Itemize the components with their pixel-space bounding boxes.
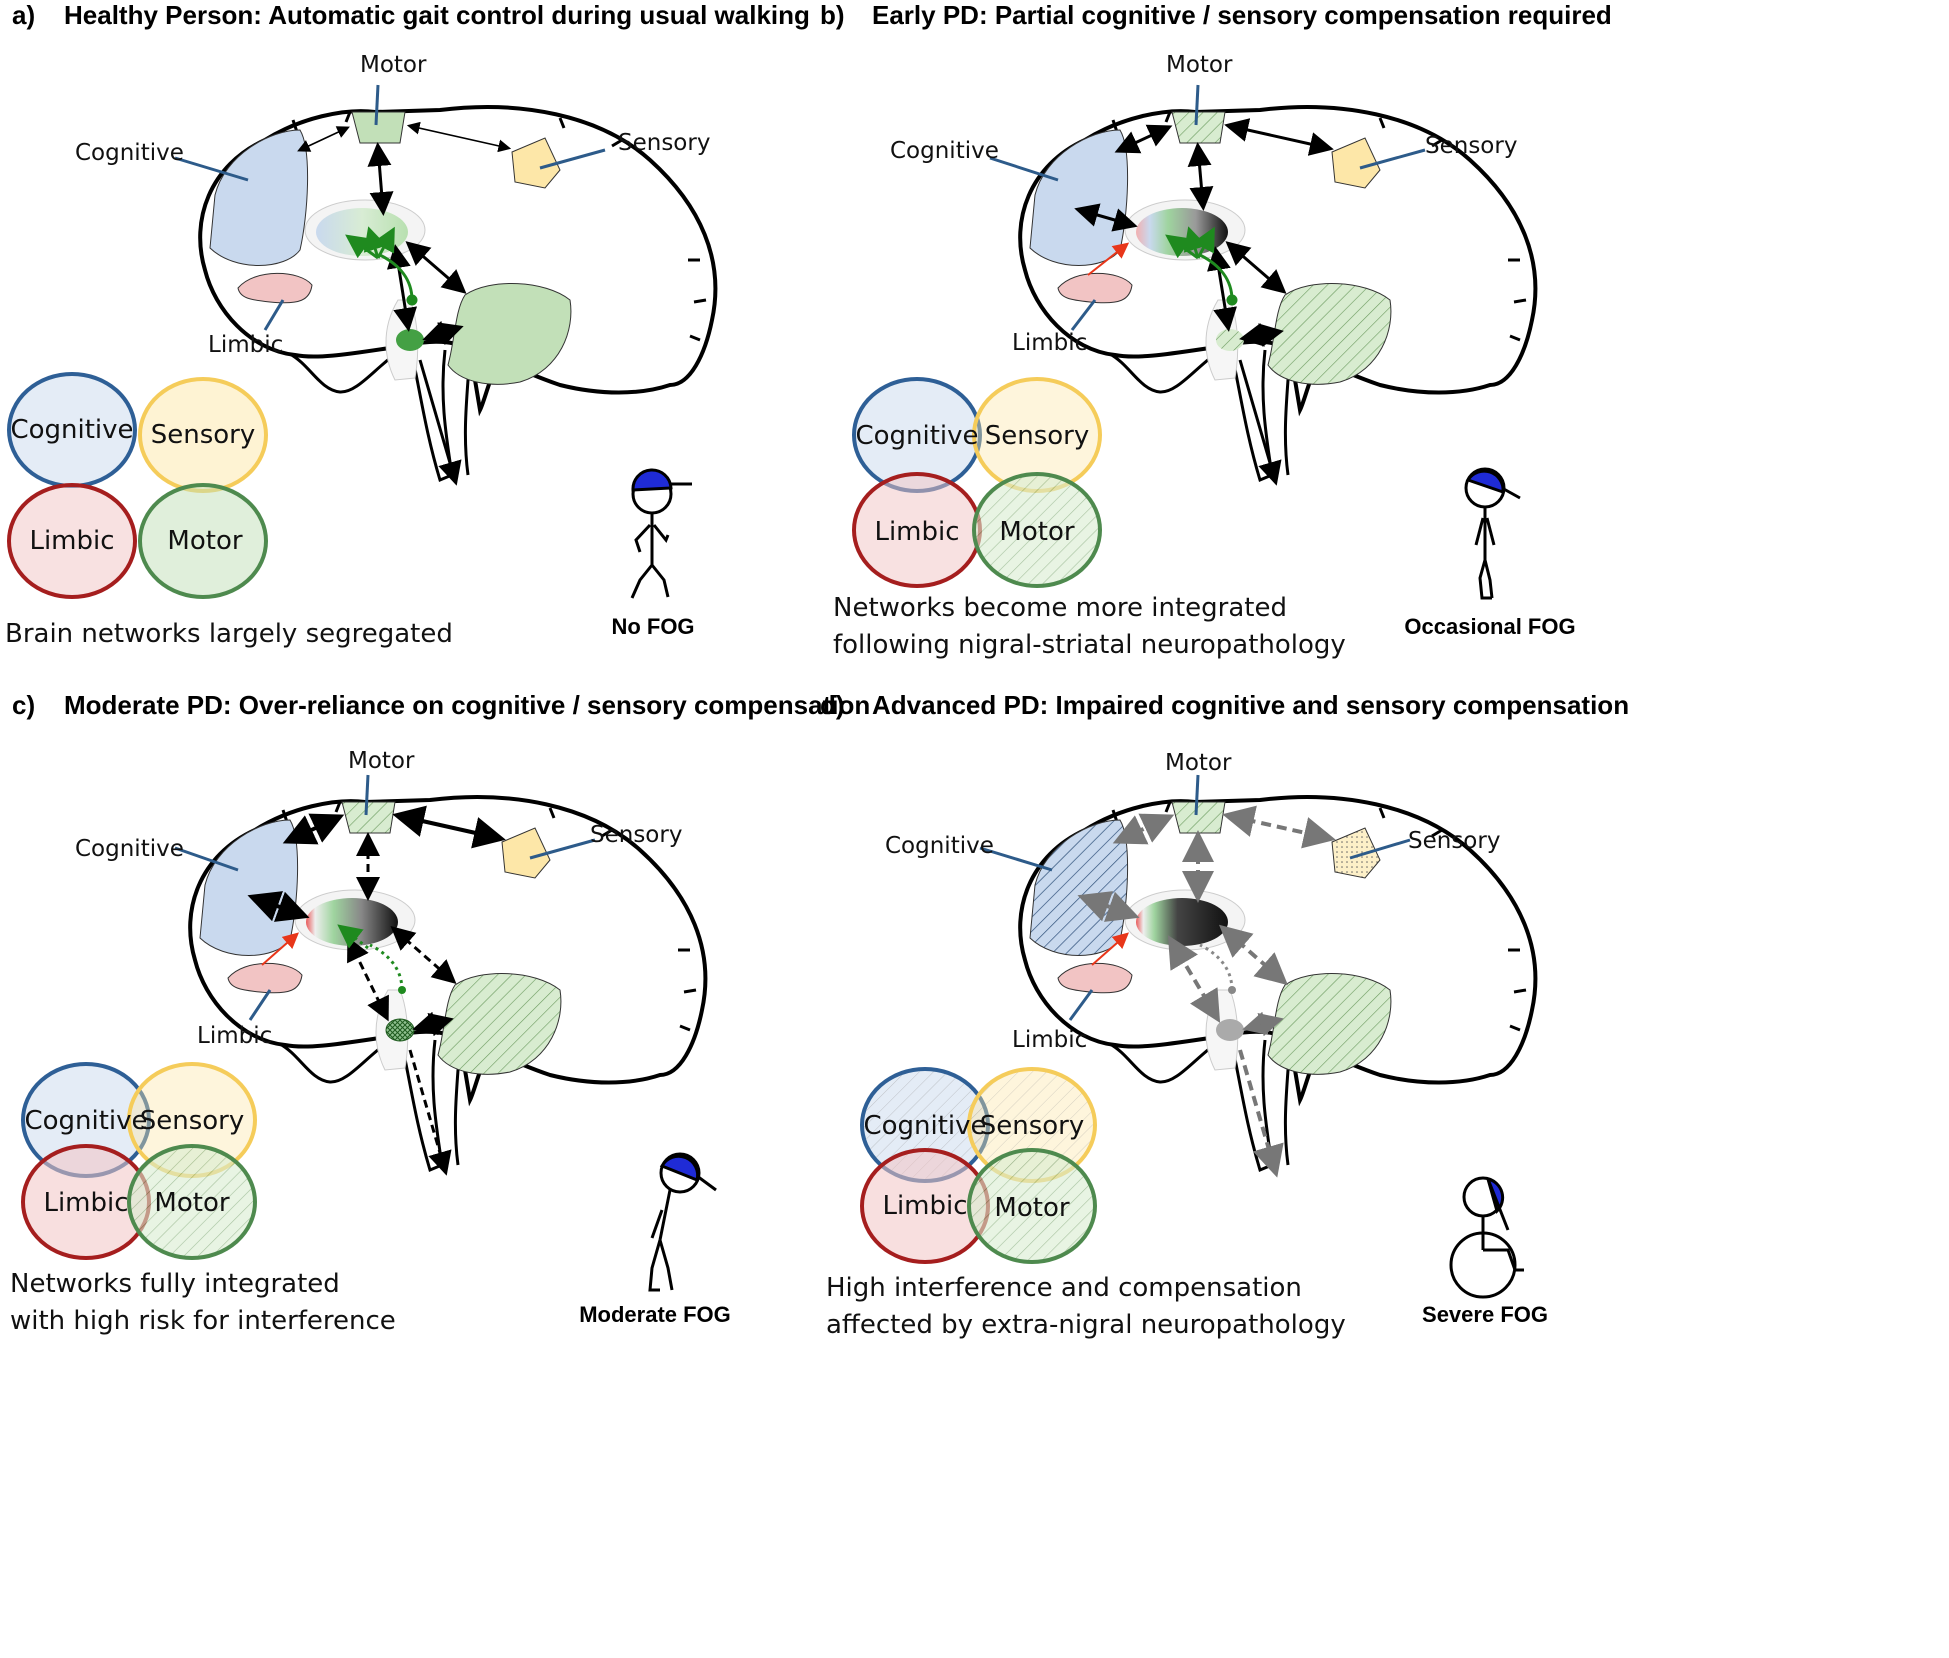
cerebellum-region xyxy=(1267,973,1392,1075)
sensory-region xyxy=(1331,827,1381,879)
brainstem-nucleus xyxy=(385,1018,415,1042)
venn-label-motor: Motor xyxy=(154,1188,230,1218)
venn-motor xyxy=(138,483,268,599)
venn-label-motor: Motor xyxy=(994,1193,1070,1223)
wheelchair-figure xyxy=(1449,1176,1524,1299)
venn-label-motor: Motor xyxy=(999,517,1075,547)
cognitive-region xyxy=(199,819,299,956)
fog-label: No FOG xyxy=(611,614,695,639)
venn-label-cognitive: Cognitive xyxy=(24,1106,148,1136)
brain-outline xyxy=(1018,795,1538,1107)
venn-label-limbic: Limbic xyxy=(29,526,115,556)
cognitive-region xyxy=(1029,129,1129,266)
brain-diagram xyxy=(7,84,718,599)
label-sensory: Sensory xyxy=(1425,133,1518,159)
label-sensory: Sensory xyxy=(1408,828,1501,854)
venn-label-cognitive: Cognitive xyxy=(855,421,979,451)
cognitive-region xyxy=(1029,819,1129,956)
label-motor: Motor xyxy=(360,52,427,78)
sensory-region xyxy=(1331,137,1381,189)
venn-motor xyxy=(967,1148,1097,1264)
label-motor: Motor xyxy=(348,748,415,774)
label-limbic: Limbic xyxy=(1012,330,1088,356)
venn-label-limbic: Limbic xyxy=(882,1191,968,1221)
motor-region xyxy=(1171,801,1226,834)
label-limbic: Limbic xyxy=(197,1023,273,1049)
panel-caption: Brain networks largely segregated xyxy=(5,619,453,649)
panel-title: b)Early PD: Partial cognitive / sensory … xyxy=(820,0,1612,30)
brainstem-nucleus xyxy=(396,329,424,351)
motor-region xyxy=(1171,111,1226,144)
label-motor: Motor xyxy=(1165,750,1232,776)
label-cognitive: Cognitive xyxy=(75,836,184,862)
walker-figure xyxy=(648,1152,717,1292)
limbic-region xyxy=(1057,962,1133,994)
label-cognitive: Cognitive xyxy=(75,140,184,166)
fog-label: Severe FOG xyxy=(1422,1302,1548,1327)
venn-label-sensory: Sensory xyxy=(984,421,1090,451)
cognitive-region xyxy=(209,129,309,266)
fog-label: Moderate FOG xyxy=(579,1302,731,1327)
venn-label-limbic: Limbic xyxy=(874,517,960,547)
venn-motor xyxy=(972,472,1102,588)
venn-label-sensory: Sensory xyxy=(150,420,256,450)
venn-label-limbic: Limbic xyxy=(43,1188,129,1218)
venn-label-cognitive: Cognitive xyxy=(10,415,134,445)
motor-region xyxy=(351,111,406,144)
brain-diagram xyxy=(852,84,1538,600)
venn-label-sensory: Sensory xyxy=(139,1106,245,1136)
panel-c: c)Moderate PD: Over-reliance on cognitiv… xyxy=(0,690,974,1519)
panel-title: d)Advanced PD: Impaired cognitive and se… xyxy=(820,690,1630,720)
cerebellum-region xyxy=(437,973,562,1075)
cerebellum-region xyxy=(447,283,572,385)
venn-motor xyxy=(127,1144,257,1260)
venn-label-cognitive: Cognitive xyxy=(863,1111,987,1141)
limbic-region xyxy=(237,272,313,304)
limbic-region xyxy=(227,962,303,994)
brain-diagram xyxy=(21,774,717,1292)
venn-limbic xyxy=(7,483,137,599)
panel-title: a)Healthy Person: Automatic gait control… xyxy=(12,0,810,30)
brainstem-nucleus xyxy=(1216,329,1244,351)
panel-a: a)Healthy Person: Automatic gait control… xyxy=(0,0,974,829)
label-cognitive: Cognitive xyxy=(885,833,994,859)
brain-outline xyxy=(1018,105,1538,417)
limbic-region xyxy=(1057,272,1133,304)
cerebellum-region xyxy=(1267,283,1392,385)
label-limbic: Limbic xyxy=(208,332,284,358)
sensory-region xyxy=(501,827,551,879)
panel-title: c)Moderate PD: Over-reliance on cognitiv… xyxy=(12,690,871,720)
venn-label-motor: Motor xyxy=(167,526,243,556)
label-motor: Motor xyxy=(1166,52,1233,78)
venn-label-sensory: Sensory xyxy=(979,1111,1085,1141)
brain-outline xyxy=(198,105,718,417)
panel-d: d)Advanced PD: Impaired cognitive and se… xyxy=(820,690,1794,1519)
label-sensory: Sensory xyxy=(590,822,683,848)
sensory-region xyxy=(511,137,561,189)
motor-region xyxy=(341,801,396,834)
brain-diagram xyxy=(860,774,1538,1299)
label-limbic: Limbic xyxy=(1012,1027,1088,1053)
walker-figure xyxy=(1464,467,1521,600)
label-sensory: Sensory xyxy=(618,130,711,156)
panel-b: b)Early PD: Partial cognitive / sensory … xyxy=(820,0,1794,829)
label-cognitive: Cognitive xyxy=(890,138,999,164)
walker-figure xyxy=(630,468,692,599)
fog-label: Occasional FOG xyxy=(1404,614,1576,639)
brainstem-nucleus xyxy=(1216,1019,1244,1041)
